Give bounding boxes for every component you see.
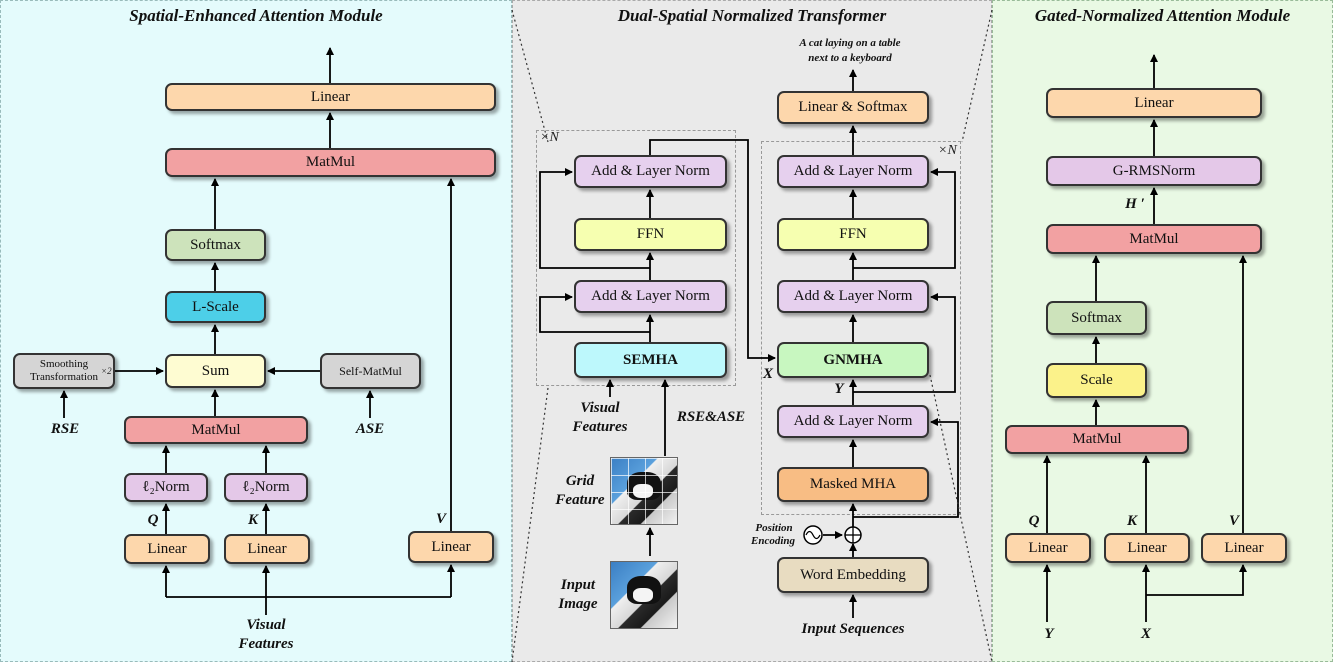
v-label: V bbox=[1228, 513, 1239, 529]
sum-box: Sum bbox=[165, 354, 266, 388]
matmul-output-box: MatMul bbox=[1046, 224, 1262, 254]
smoothing-label: Smoothing bbox=[39, 358, 89, 370]
residual-dec-1 bbox=[853, 418, 959, 518]
matmul-qk-box: MatMul bbox=[124, 416, 308, 444]
decoder-add-norm-1: Add & Layer Norm bbox=[777, 405, 929, 438]
decoder-block-frame bbox=[761, 141, 961, 515]
arrow-encoder-to-gnmha bbox=[649, 139, 776, 362]
caption-line-2: next to a keyboard bbox=[808, 52, 892, 64]
linear-v-box: Linear bbox=[408, 531, 494, 563]
input-sequences-label: Input Sequences bbox=[801, 621, 905, 637]
grid-feature-image bbox=[610, 457, 678, 525]
decoder-add-norm-2: Add & Layer Norm bbox=[777, 280, 929, 313]
residual-enc-2 bbox=[539, 168, 650, 269]
image-label: Image bbox=[558, 596, 598, 612]
input-label: Input bbox=[560, 577, 596, 593]
linear-q-box: Linear bbox=[124, 534, 210, 564]
scale-box: Scale bbox=[1046, 363, 1147, 398]
g-rmsnorm-box: G-RMSNorm bbox=[1046, 156, 1262, 186]
encoder-block-frame bbox=[536, 130, 736, 386]
l2norm-q-box: ℓ₂Norm bbox=[124, 473, 208, 502]
position-label: Position bbox=[755, 522, 793, 534]
visual-label: Visual bbox=[580, 400, 620, 416]
residual-enc-1 bbox=[539, 293, 650, 333]
times2-label: ×2 bbox=[101, 366, 112, 376]
x-label: X bbox=[1140, 626, 1151, 642]
semha-box: SEMHA bbox=[574, 342, 727, 378]
transformation-label: Transformation bbox=[29, 371, 99, 383]
gnmha-box: GNMHA bbox=[777, 342, 929, 378]
linear-output-box: Linear bbox=[165, 83, 496, 111]
encoder-repeat-label: ×N bbox=[540, 130, 559, 145]
zoom-line-tl bbox=[511, 9, 549, 143]
visual-label: Visual bbox=[246, 617, 286, 633]
self-matmul-box: Self-MatMul bbox=[320, 353, 421, 389]
residual-dec-3 bbox=[853, 168, 956, 269]
rse-label: RSE bbox=[50, 421, 80, 437]
encoding-label: Encoding bbox=[750, 535, 795, 547]
panel-title: Spatial-Enhanced Attention Module bbox=[129, 6, 383, 25]
zoom-line-tr bbox=[961, 9, 993, 143]
zoom-line-bl bbox=[511, 387, 549, 662]
linear-softmax-box: Linear & Softmax bbox=[777, 91, 929, 124]
features-label: Features bbox=[238, 636, 294, 652]
softmax-box: Softmax bbox=[1046, 301, 1147, 335]
encoder-add-norm-1: Add & Layer Norm bbox=[574, 280, 727, 313]
input-image bbox=[610, 561, 678, 629]
smoothing-transformation-box: Smoothing Transformation bbox=[13, 353, 115, 389]
l2norm-k-box: ℓ₂Norm bbox=[224, 473, 308, 502]
panel-title: Dual-Spatial Normalized Transformer bbox=[617, 6, 887, 25]
grid-feature-label: Feature bbox=[555, 492, 605, 508]
panel-title: Gated-Normalized Attention Module bbox=[1034, 6, 1291, 25]
linear-output-box: Linear bbox=[1046, 88, 1262, 118]
word-embedding-box: Word Embedding bbox=[777, 557, 929, 593]
grid-label: Grid bbox=[565, 473, 595, 489]
arrow-x-linv bbox=[1146, 564, 1247, 596]
encoder-ffn-box: FFN bbox=[574, 218, 727, 251]
decoder-add-norm-3: Add & Layer Norm bbox=[777, 155, 929, 188]
zoom-line-br bbox=[929, 374, 993, 662]
caption-line-1: A cat laying on a table bbox=[799, 37, 901, 49]
linear-q-box: Linear bbox=[1005, 533, 1091, 563]
matmul-output-box: MatMul bbox=[165, 148, 496, 177]
encoder-add-norm-2: Add & Layer Norm bbox=[574, 155, 727, 188]
y-label: Y bbox=[1044, 626, 1054, 642]
sine-wave-curve bbox=[805, 530, 821, 540]
ase-label: ASE bbox=[355, 421, 385, 437]
matmul-qk-box: MatMul bbox=[1005, 425, 1189, 454]
q-label: Q bbox=[147, 512, 159, 528]
y-label: Y bbox=[834, 381, 844, 397]
decoder-repeat-label: ×N bbox=[938, 143, 957, 158]
linear-k-box: Linear bbox=[224, 534, 310, 564]
x-label: X bbox=[762, 366, 773, 382]
linear-k-box: Linear bbox=[1104, 533, 1190, 563]
features-label: Features bbox=[572, 419, 628, 435]
v-label: V bbox=[435, 511, 446, 527]
h-prime-label: H ′ bbox=[1125, 196, 1145, 212]
decoder-ffn-box: FFN bbox=[777, 218, 929, 251]
l-scale-box: L-Scale bbox=[165, 291, 266, 323]
k-label: K bbox=[1126, 513, 1137, 529]
rse-ase-label: RSE&ASE bbox=[676, 409, 746, 425]
q-label: Q bbox=[1028, 513, 1040, 529]
softmax-box: Softmax bbox=[165, 229, 266, 261]
residual-dec-2 bbox=[853, 293, 956, 393]
k-label: K bbox=[247, 512, 258, 528]
linear-v-box: Linear bbox=[1201, 533, 1287, 563]
masked-mha-box: Masked MHA bbox=[777, 467, 929, 502]
